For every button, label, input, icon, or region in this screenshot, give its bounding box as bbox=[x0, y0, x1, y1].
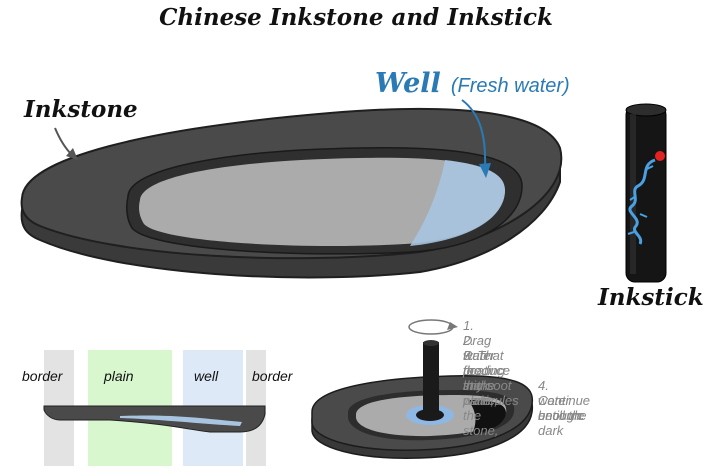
inkstone-well-water bbox=[410, 160, 505, 246]
step-line: 3. That produce tiny soot particules bbox=[463, 348, 519, 408]
well-arrow-head bbox=[479, 163, 491, 178]
cross-section-label-border-right: border bbox=[252, 368, 293, 384]
inkstone-label: Inkstone bbox=[24, 96, 138, 123]
step-line: water become dark bbox=[538, 393, 585, 438]
well-label-bold: Well bbox=[375, 68, 441, 99]
inkstick-label: Inkstick bbox=[598, 284, 704, 311]
step-line: 1. Drag water to the plain, bbox=[463, 318, 495, 408]
cross-section-label-plain: plain bbox=[104, 368, 134, 384]
well-label-note: (Fresh water) bbox=[450, 75, 570, 97]
red-seal-dot bbox=[655, 151, 665, 161]
step-line: 2. Rub the stick on the stone, bbox=[463, 333, 499, 438]
cross-section-label-border-left: border bbox=[22, 368, 63, 384]
inkstone-arrow-head bbox=[66, 148, 78, 160]
inkstone-plain bbox=[139, 157, 506, 246]
step-line: floating in the water, bbox=[463, 363, 505, 408]
step-line: 4. Continue untill the bbox=[538, 378, 591, 423]
cross-section bbox=[43, 350, 266, 466]
inkstick-illustration bbox=[625, 103, 667, 283]
diagram-title: Chinese Inkstone and Inkstick bbox=[159, 4, 553, 31]
cross-section-label-well: well bbox=[194, 368, 219, 384]
well-label: Well (Fresh water) bbox=[375, 68, 570, 99]
rotation-arrow bbox=[408, 319, 454, 335]
step-line: enough. bbox=[538, 408, 585, 423]
inkstone-illustration bbox=[20, 99, 563, 279]
inkstone-arrow bbox=[54, 127, 73, 156]
dragon-motif bbox=[628, 158, 656, 245]
grinding-illustration bbox=[311, 319, 534, 459]
section-water bbox=[120, 415, 242, 426]
well-arrow bbox=[461, 99, 487, 169]
